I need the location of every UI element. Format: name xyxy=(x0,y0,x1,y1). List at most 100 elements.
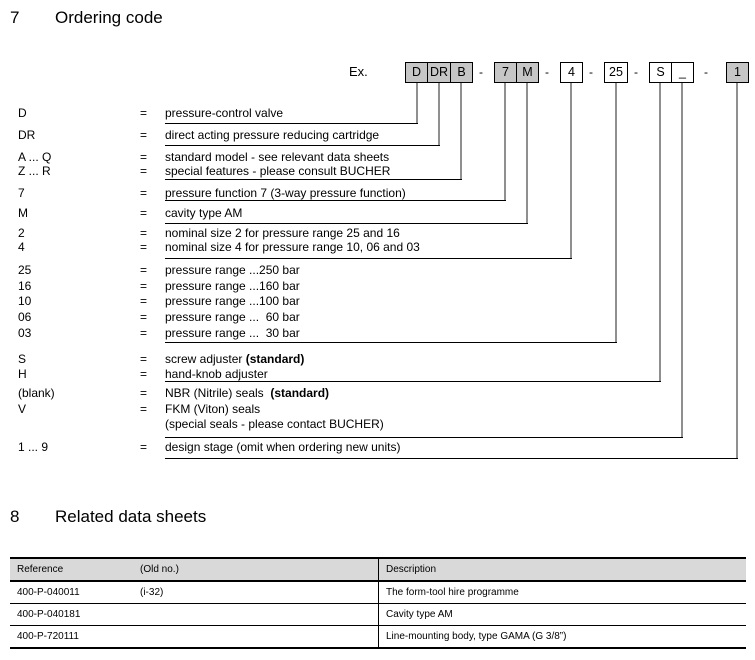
code-box-s: S xyxy=(649,62,672,83)
row-equals: = xyxy=(140,352,148,366)
row-equals: = xyxy=(140,240,148,254)
row-text: design stage (omit when ordering new uni… xyxy=(165,440,401,454)
row-text: pressure function 7 (3-way pressure func… xyxy=(165,186,406,200)
row-text: (special seals - please contact BUCHER) xyxy=(165,417,384,431)
code-separator: - xyxy=(479,65,483,79)
row-code: (blank) xyxy=(18,386,55,400)
row-text: pressure range ...100 bar xyxy=(165,294,300,308)
section8-number: 8 xyxy=(10,507,20,526)
row-equals: = xyxy=(140,294,148,308)
row-equals: = xyxy=(140,440,148,454)
connector-line-d xyxy=(416,83,418,123)
section8-title: Related data sheets xyxy=(55,507,207,526)
row-code: DR xyxy=(18,128,36,142)
row-code: 06 xyxy=(18,310,32,324)
cell-reference: 400-P-720111 xyxy=(17,631,79,642)
cell-description: The form-tool hire programme xyxy=(378,582,746,603)
row-code: 10 xyxy=(18,294,32,308)
cell-reference: 400-P-040181 xyxy=(17,609,81,620)
example-label: Ex. xyxy=(349,64,368,79)
cell-old-no xyxy=(140,626,378,647)
underline-rule-blank xyxy=(165,437,683,438)
row-text: FKM (Viton) seals xyxy=(165,402,261,416)
row-code: 4 xyxy=(18,240,25,254)
connector-line-25 xyxy=(615,83,617,342)
row-text: cavity type AM xyxy=(165,206,243,220)
code-separator: - xyxy=(634,65,638,79)
table-header-row: Reference (Old no.) Description xyxy=(10,559,746,582)
row-equals: = xyxy=(140,206,148,220)
underline-rule-4 xyxy=(165,258,572,259)
row-code: 2 xyxy=(18,226,25,240)
row-equals: = xyxy=(140,279,148,293)
connector-line-s xyxy=(659,83,661,381)
cell-description: Line-mounting body, type GAMA (G 3/8”) xyxy=(378,626,746,647)
row-text: NBR (Nitrile) seals xyxy=(165,386,271,400)
code-box-d: D xyxy=(405,62,428,83)
row-text: pressure range ...250 bar xyxy=(165,263,300,277)
cell-old-no xyxy=(140,604,378,625)
row-text: nominal size 2 for pressure range 25 and… xyxy=(165,226,400,240)
row-code: 7 xyxy=(18,186,25,200)
cell-old-no: (i-32) xyxy=(140,587,164,598)
row-code: M xyxy=(18,206,28,220)
underline-rule-25 xyxy=(165,342,617,343)
code-separator: - xyxy=(545,65,549,79)
connector-line-7 xyxy=(504,83,506,200)
cell-reference: 400-P-040011 xyxy=(17,587,80,598)
header-description: Description xyxy=(378,559,746,580)
row-equals: = xyxy=(140,226,148,240)
row-text: hand-knob adjuster xyxy=(165,367,268,381)
row-text: pressure range ... 30 bar xyxy=(165,326,300,340)
connector-line-1 xyxy=(736,83,738,458)
table-row: 400-P-040011 (i-32) The form-tool hire p… xyxy=(10,582,746,604)
row-equals: = xyxy=(140,186,148,200)
row-code: A ... Q xyxy=(18,150,52,164)
row-code: 1 ... 9 xyxy=(18,440,49,454)
underline-rule-m xyxy=(165,223,528,224)
section7-title: Ordering code xyxy=(55,8,163,27)
row-equals: = xyxy=(140,367,148,381)
underline-rule-d xyxy=(165,123,418,124)
row-equals: = xyxy=(140,106,148,120)
row-text: direct acting pressure reducing cartridg… xyxy=(165,128,380,142)
code-box-4: 4 xyxy=(560,62,583,83)
code-box-1: 1 xyxy=(726,62,749,83)
code-box-7: 7 xyxy=(494,62,517,83)
row-equals: = xyxy=(140,164,148,178)
underline-rule-7 xyxy=(165,200,506,201)
row-equals: = xyxy=(140,386,148,400)
code-box-m: M xyxy=(516,62,539,83)
connector-line-dr xyxy=(438,83,440,145)
row-text: pressure-control valve xyxy=(165,106,284,120)
cell-description: Cavity type AM xyxy=(378,604,746,625)
row-equals: = xyxy=(140,326,148,340)
underline-rule-b xyxy=(165,179,462,180)
row-code: S xyxy=(18,352,27,366)
underline-rule-s xyxy=(165,381,661,382)
row-code: Z ... R xyxy=(18,164,51,178)
connector-line-m xyxy=(526,83,528,223)
underline-rule-dr xyxy=(165,145,440,146)
row-equals: = xyxy=(140,402,148,416)
row-equals: = xyxy=(140,150,148,164)
row-code: 25 xyxy=(18,263,32,277)
row-text: nominal size 4 for pressure range 10, 06… xyxy=(165,240,420,254)
row-text-bold: (standard) xyxy=(245,352,305,366)
code-box-b: B xyxy=(450,62,473,83)
row-code: H xyxy=(18,367,27,381)
underline-rule-1 xyxy=(165,458,738,459)
row-text: pressure range ... 60 bar xyxy=(165,310,300,324)
row-code: V xyxy=(18,402,27,416)
related-data-sheets-table: Reference (Old no.) Description 400-P-04… xyxy=(10,557,746,649)
code-box-25: 25 xyxy=(604,62,628,83)
section7-number: 7 xyxy=(10,8,20,27)
row-equals: = xyxy=(140,128,148,142)
connector-line-4 xyxy=(570,83,572,258)
table-row: 400-P-720111 Line-mounting body, type GA… xyxy=(10,626,746,647)
row-equals: = xyxy=(140,263,148,277)
code-box-dr: DR xyxy=(427,62,451,83)
table-row: 400-P-040181 Cavity type AM xyxy=(10,604,746,626)
row-code: D xyxy=(18,106,27,120)
